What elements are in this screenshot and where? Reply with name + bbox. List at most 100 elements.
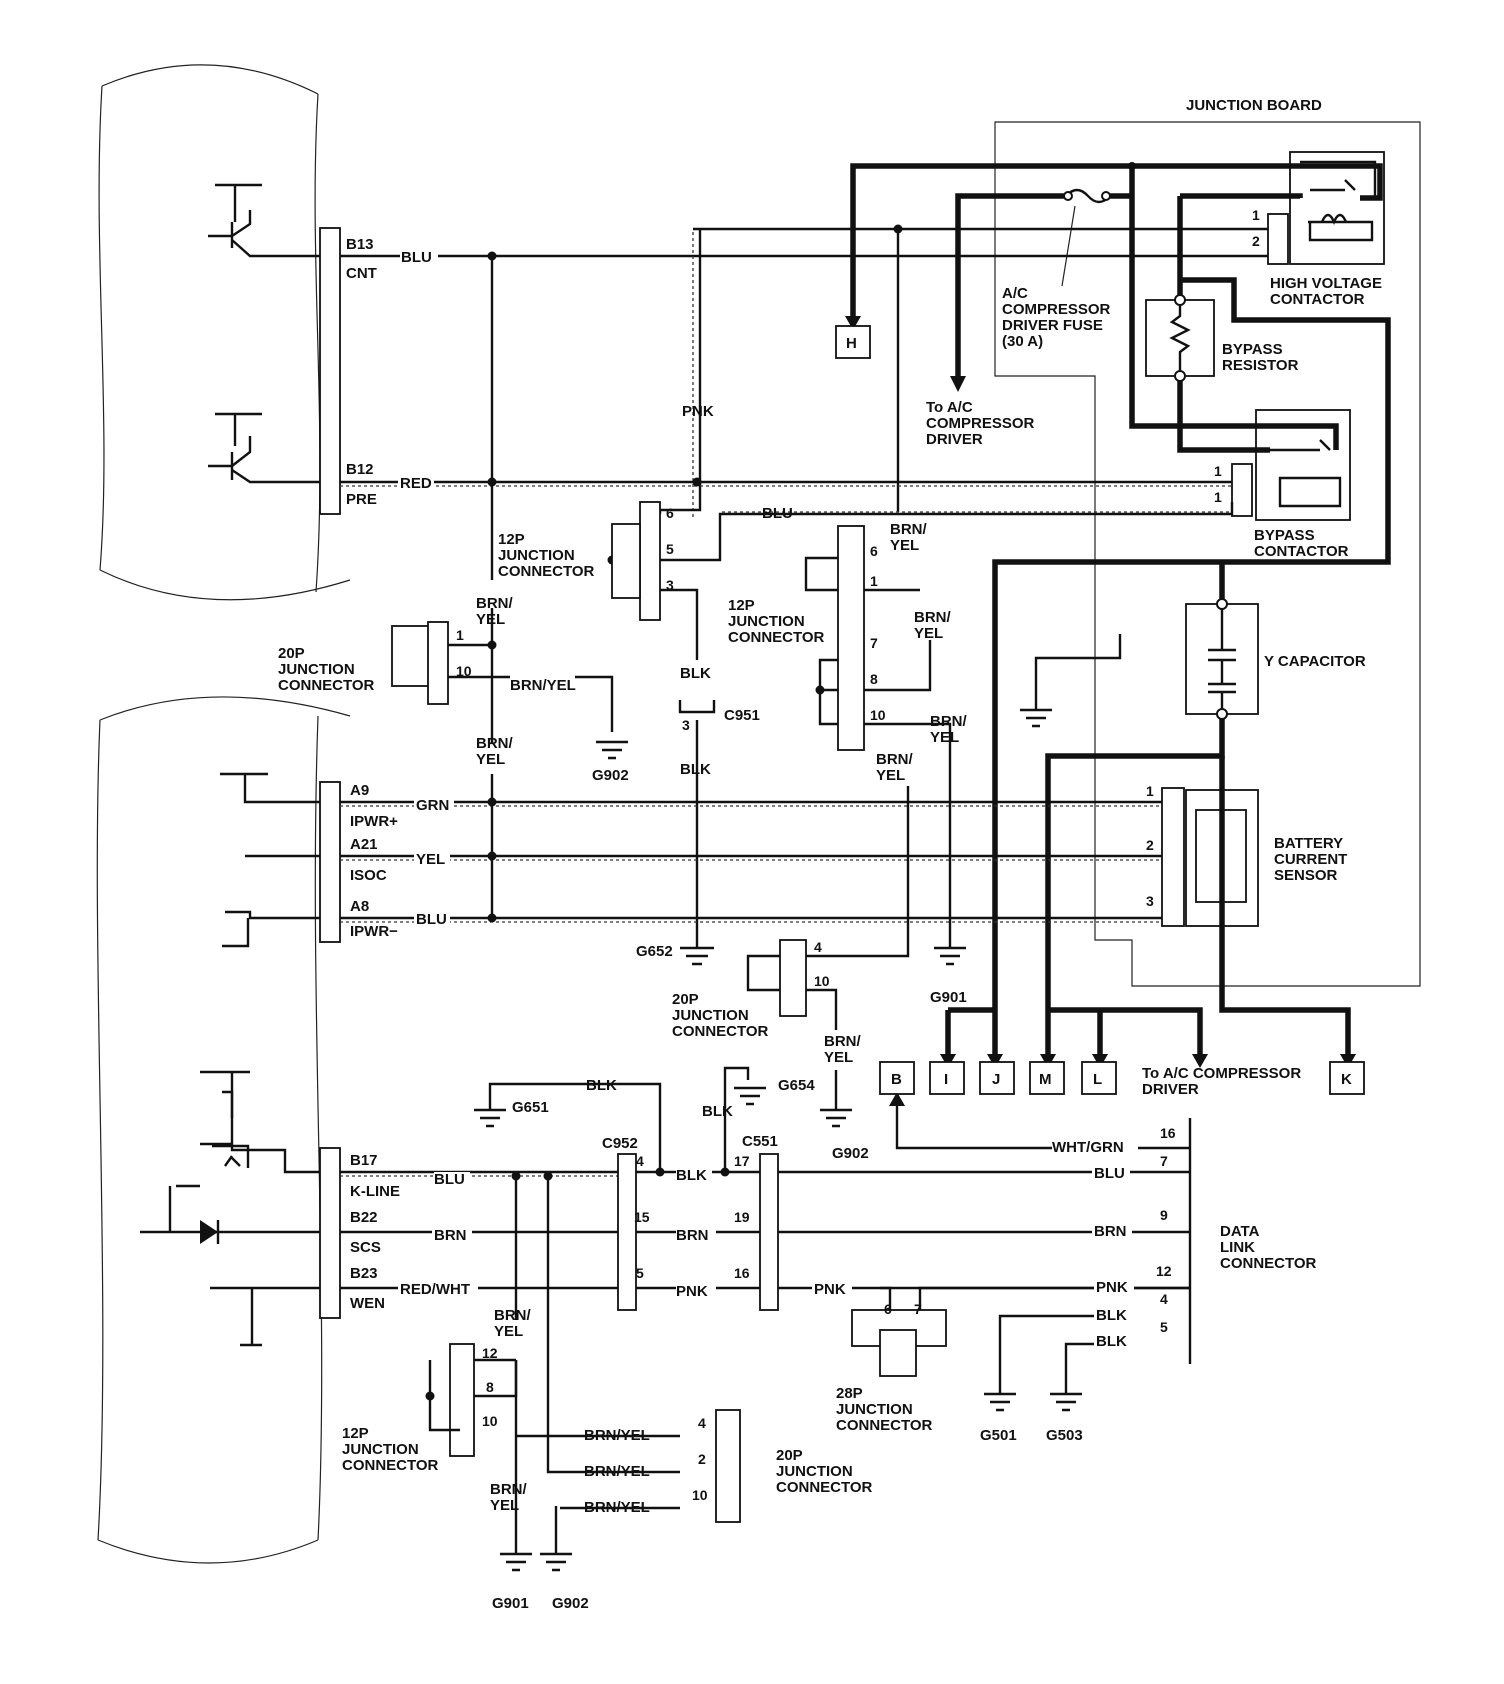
svg-text:4: 4: [1160, 1291, 1168, 1307]
svg-text:G902: G902: [552, 1595, 589, 1612]
svg-text:6: 6: [884, 1301, 892, 1317]
ground-labels: G902 G652 G901 G651 G654 G902 G501 G503 …: [492, 707, 1083, 1612]
svg-text:CONNECTOR: CONNECTOR: [498, 563, 595, 580]
svg-text:YEL: YEL: [930, 729, 959, 746]
svg-text:DRIVER: DRIVER: [926, 431, 983, 448]
svg-text:CURRENT: CURRENT: [1274, 851, 1347, 868]
pin-numbers: 1 2 1 1 6 5 3 1 10 3 6 1 7 8 10 1 2 3 4 …: [456, 207, 1260, 1503]
terminal-k: K: [1329, 1061, 1365, 1095]
svg-text:8: 8: [486, 1379, 494, 1395]
svg-text:To A/C: To A/C: [926, 399, 973, 416]
svg-text:YEL: YEL: [890, 537, 919, 554]
terminal-b: B: [879, 1061, 915, 1095]
svg-text:BRN/: BRN/: [494, 1307, 531, 1324]
svg-text:BYPASS: BYPASS: [1254, 527, 1315, 544]
svg-text:BLK: BLK: [586, 1077, 617, 1094]
pcm-connector-upper: [319, 227, 341, 515]
pin-a9: A9: [350, 782, 369, 799]
svg-text:CONNECTOR: CONNECTOR: [342, 1457, 439, 1474]
svg-text:16: 16: [734, 1265, 750, 1281]
svg-text:5: 5: [636, 1265, 644, 1281]
svg-text:17: 17: [734, 1153, 750, 1169]
svg-text:CONTACTOR: CONTACTOR: [1270, 291, 1365, 308]
terminal-m: M: [1029, 1061, 1065, 1095]
pin-b17: B17: [350, 1152, 378, 1169]
svg-text:20P: 20P: [278, 645, 305, 662]
svg-text:BLK: BLK: [702, 1103, 733, 1120]
svg-text:COMPRESSOR: COMPRESSOR: [1002, 301, 1111, 318]
pin-b22: B22: [350, 1209, 378, 1226]
svg-text:LINK: LINK: [1220, 1239, 1255, 1256]
pcm-connector-lower: [319, 1147, 341, 1319]
svg-text:2: 2: [1146, 837, 1154, 853]
c551: [759, 1153, 779, 1311]
pin-scs: SCS: [350, 1239, 381, 1256]
svg-text:HIGH VOLTAGE: HIGH VOLTAGE: [1270, 275, 1382, 292]
terminal-j: J: [979, 1061, 1015, 1095]
pcm-connector-middle: [319, 781, 341, 943]
high-current-wires: [850, 163, 1391, 1060]
svg-text:BLK: BLK: [680, 761, 711, 778]
pcm-kline-circuit: [140, 1070, 320, 1347]
jc20-left: [391, 621, 449, 705]
pin-b12: B12: [346, 461, 374, 478]
jc12-upper: [611, 501, 661, 621]
svg-text:5: 5: [666, 541, 674, 557]
svg-text:B: B: [891, 1071, 902, 1088]
svg-text:To A/C COMPRESSOR: To A/C COMPRESSOR: [1142, 1065, 1301, 1082]
terminal-h: H: [835, 325, 871, 359]
svg-text:12: 12: [1156, 1263, 1172, 1279]
svg-text:JUNCTION: JUNCTION: [776, 1463, 853, 1480]
svg-text:2: 2: [1252, 233, 1260, 249]
svg-text:M: M: [1039, 1071, 1052, 1088]
svg-text:1: 1: [1146, 783, 1154, 799]
svg-text:BLK: BLK: [676, 1167, 707, 1184]
svg-text:6: 6: [870, 543, 878, 559]
y-capacitor: [1185, 603, 1259, 715]
pin-a8: A8: [350, 898, 369, 915]
svg-text:BRN/YEL: BRN/YEL: [510, 677, 576, 694]
svg-text:28P: 28P: [836, 1385, 863, 1402]
svg-text:YEL: YEL: [490, 1497, 519, 1514]
pcm-ipwr-circuits: [220, 772, 320, 948]
svg-text:G651: G651: [512, 1099, 549, 1116]
svg-text:3: 3: [666, 577, 674, 593]
svg-text:BRN: BRN: [434, 1227, 467, 1244]
svg-text:5: 5: [1160, 1319, 1168, 1335]
svg-text:G902: G902: [832, 1145, 869, 1162]
pcm-transistor-cnt: [208, 183, 320, 258]
svg-text:CONTACTOR: CONTACTOR: [1254, 543, 1349, 560]
svg-text:BLU: BLU: [416, 911, 447, 928]
jc20-mid: [779, 939, 807, 1017]
svg-text:PNK: PNK: [676, 1283, 708, 1300]
svg-text:G901: G901: [930, 989, 967, 1006]
svg-text:CONNECTOR: CONNECTOR: [278, 677, 375, 694]
pin-b13: B13: [346, 236, 374, 253]
component-labels: HIGH VOLTAGE CONTACTOR BYPASS RESISTOR B…: [278, 275, 1382, 1496]
svg-text:PNK: PNK: [814, 1281, 846, 1298]
svg-text:YEL: YEL: [824, 1049, 853, 1066]
svg-text:SENSOR: SENSOR: [1274, 867, 1338, 884]
svg-text:DATA: DATA: [1220, 1223, 1260, 1240]
pin-isoc: ISOC: [350, 867, 387, 884]
svg-text:DRIVER FUSE: DRIVER FUSE: [1002, 317, 1103, 334]
jc12-lower: [428, 1343, 475, 1457]
signal-wires: [340, 227, 1268, 1554]
pin-ipwr-plus: IPWR+: [350, 813, 398, 830]
svg-text:G652: G652: [636, 943, 673, 960]
svg-text:BYPASS: BYPASS: [1222, 341, 1283, 358]
svg-text:G901: G901: [492, 1595, 529, 1612]
svg-text:JUNCTION: JUNCTION: [672, 1007, 749, 1024]
c952: [617, 1153, 637, 1311]
svg-text:7: 7: [1160, 1153, 1168, 1169]
pin-cnt: CNT: [346, 265, 377, 282]
svg-text:PNK: PNK: [1096, 1279, 1128, 1296]
svg-text:BLU: BLU: [762, 505, 793, 522]
svg-text:YEL: YEL: [914, 625, 943, 642]
svg-text:RED/WHT: RED/WHT: [400, 1281, 470, 1298]
svg-text:12P: 12P: [342, 1425, 369, 1442]
svg-text:G902: G902: [592, 767, 629, 784]
svg-text:12: 12: [482, 1345, 498, 1361]
svg-text:BRN/: BRN/: [930, 713, 967, 730]
hv-contactor-connector: [1267, 213, 1289, 265]
